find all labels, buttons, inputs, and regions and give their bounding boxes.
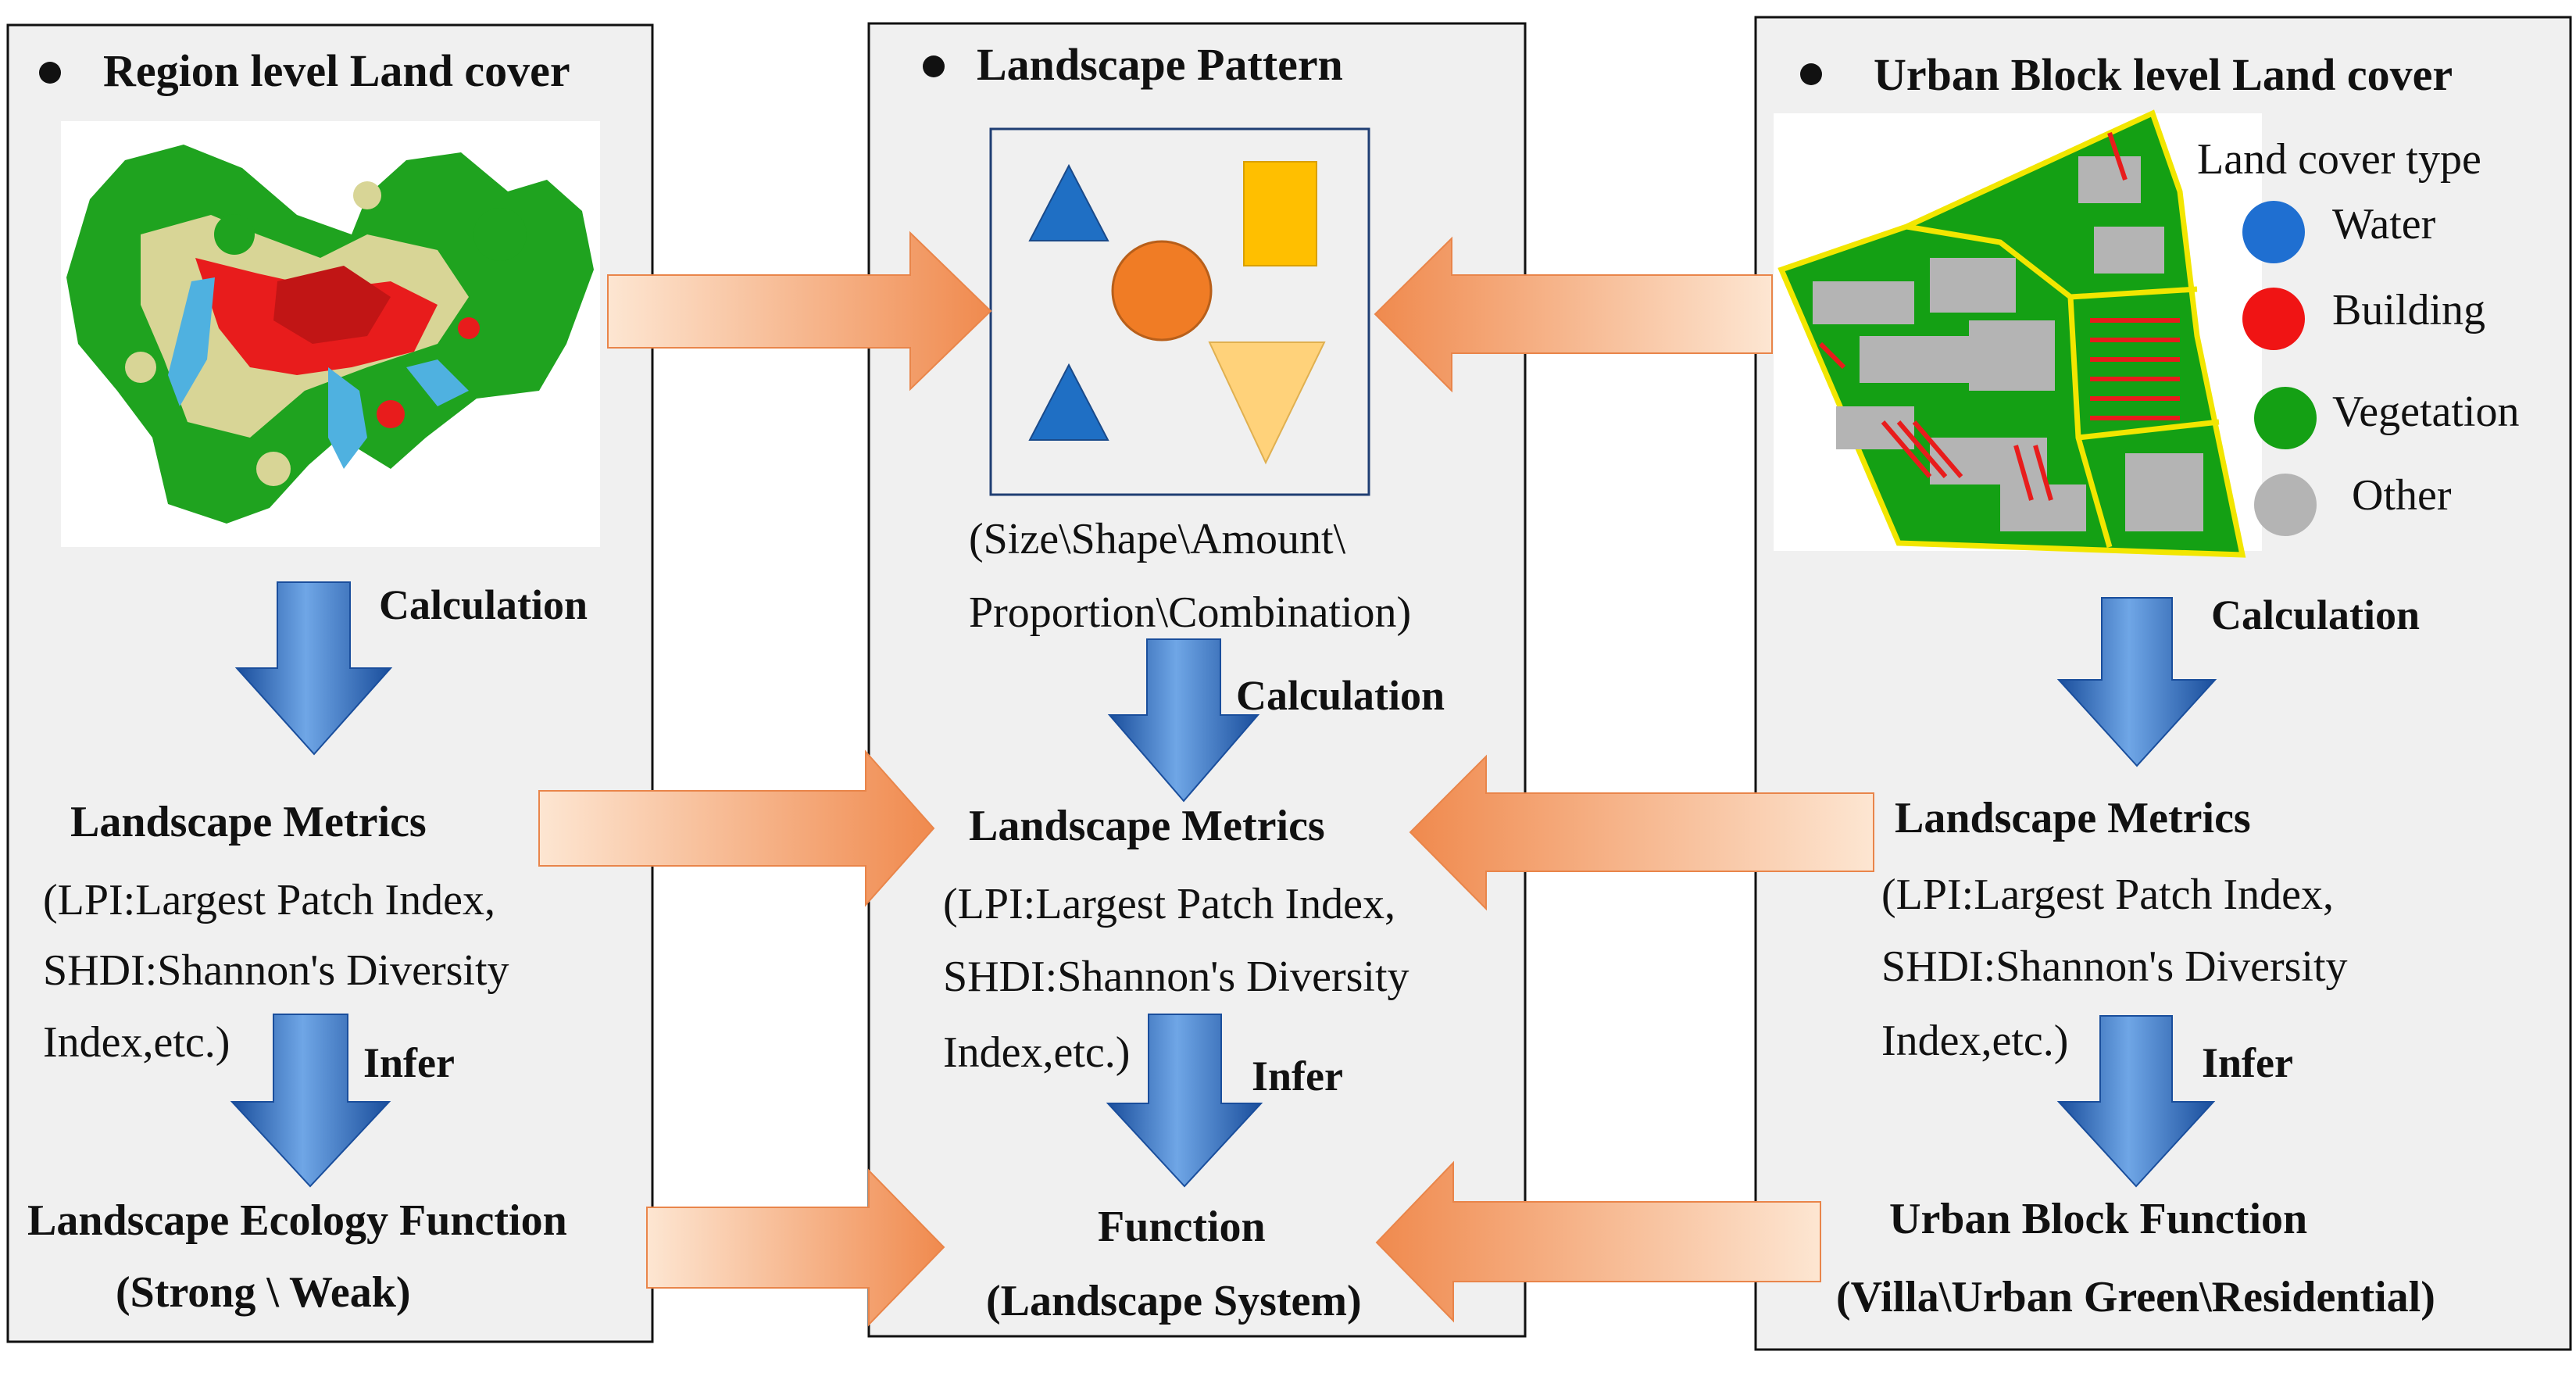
left-metrics-line2: SHDI:Shannon's Diversity <box>43 946 509 995</box>
bullet-icon <box>923 55 945 77</box>
middle-metrics-title: Landscape Metrics <box>969 802 1325 850</box>
middle-infer-label: Infer <box>1252 1053 1343 1099</box>
flow-arrow-right-mid <box>538 749 935 907</box>
legend-title: Land cover type <box>2197 135 2481 184</box>
right-infer-arrow <box>2056 1015 2216 1188</box>
right-metrics-line1: (LPI:Largest Patch Index, <box>1881 871 2334 919</box>
circle-icon <box>1111 240 1213 341</box>
legend-swatch-vegetation <box>2254 387 2317 449</box>
right-metrics-line2: SHDI:Shannon's Diversity <box>1881 942 2348 991</box>
region-land-cover-map <box>61 121 600 547</box>
middle-metrics-line1: (LPI:Largest Patch Index, <box>943 880 1395 928</box>
left-calculation-arrow <box>234 581 393 756</box>
legend-label-vegetation: Vegetation <box>2332 388 2519 436</box>
right-function-title: Urban Block Function <box>1889 1195 2307 1243</box>
square-icon <box>1243 161 1317 266</box>
bullet-icon <box>1800 63 1822 85</box>
left-function-subtitle: (Strong \ Weak) <box>116 1268 411 1317</box>
right-calculation-arrow <box>2056 597 2217 767</box>
left-infer-label: Infer <box>363 1039 455 1086</box>
right-function-subtitle: (Villa\Urban Green\Residential) <box>1836 1273 2435 1321</box>
urban-block-map <box>1774 109 2262 558</box>
right-infer-label: Infer <box>2202 1039 2293 1086</box>
bullet-icon <box>39 62 61 84</box>
right-metrics-title: Landscape Metrics <box>1895 794 2251 842</box>
legend-label-other: Other <box>2352 471 2452 520</box>
middle-panel-title: Landscape Pattern <box>977 39 1343 90</box>
middle-metrics-line3: Index,etc.) <box>943 1028 1130 1077</box>
flow-arrow-left-mid <box>1409 754 1874 911</box>
legend-label-building: Building <box>2332 286 2485 334</box>
left-panel-title: Region level Land cover <box>103 45 570 96</box>
middle-calculation-label: Calculation <box>1236 672 1445 719</box>
left-metrics-line1: (LPI:Largest Patch Index, <box>43 876 495 924</box>
left-function-title: Landscape Ecology Function <box>27 1196 567 1245</box>
legend-swatch-building <box>2242 288 2305 350</box>
legend-label-water: Water <box>2332 200 2436 248</box>
triangle-icon <box>1028 163 1109 241</box>
left-metrics-line3: Index,etc.) <box>43 1018 230 1067</box>
middle-metrics-line2: SHDI:Shannon's Diversity <box>943 953 1409 1001</box>
middle-function-title: Function <box>1098 1203 1266 1251</box>
right-metrics-line3: Index,etc.) <box>1881 1017 2068 1065</box>
flow-arrow-left-top <box>1374 236 1773 393</box>
middle-infer-arrow <box>1106 1014 1263 1188</box>
pattern-desc-line1: (Size\Shape\Amount\ <box>969 515 1346 563</box>
flow-arrow-right-top <box>607 231 992 392</box>
flow-arrow-left-bottom <box>1375 1160 1821 1323</box>
left-infer-arrow <box>230 1014 391 1188</box>
pattern-shapes-box <box>989 127 1370 496</box>
right-calculation-label: Calculation <box>2211 592 2420 638</box>
triangle-icon <box>1028 363 1109 441</box>
legend-swatch-water <box>2242 201 2305 263</box>
legend-swatch-other <box>2254 474 2317 536</box>
inverted-triangle-icon <box>1208 341 1326 465</box>
middle-function-subtitle: (Landscape System) <box>986 1277 1362 1325</box>
middle-calculation-arrow <box>1107 638 1260 803</box>
right-panel-title: Urban Block level Land cover <box>1874 49 2453 100</box>
pattern-desc-line2: Proportion\Combination) <box>969 588 1411 637</box>
flow-arrow-right-bottom <box>646 1168 945 1327</box>
left-calculation-label: Calculation <box>379 581 588 628</box>
left-metrics-title: Landscape Metrics <box>70 798 427 846</box>
